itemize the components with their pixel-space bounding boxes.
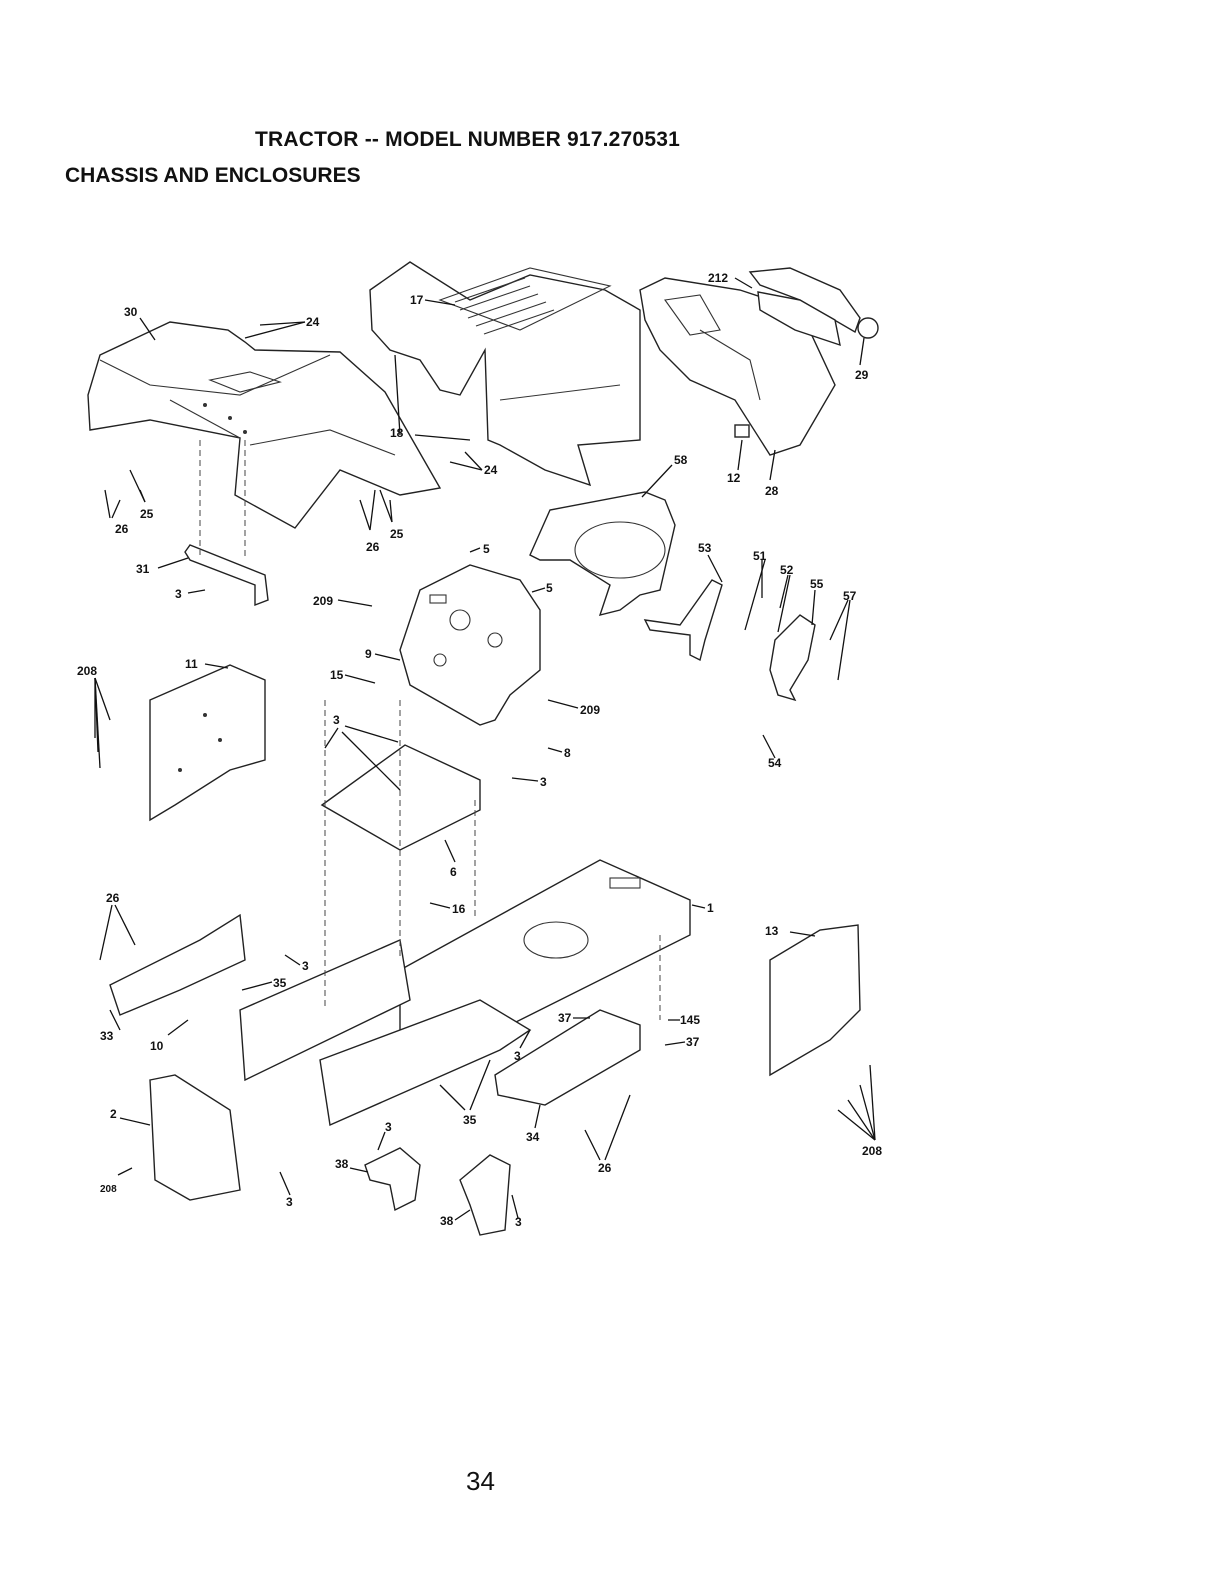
- callout-label: 35: [273, 976, 287, 990]
- part-side-panel-left: [149, 664, 266, 822]
- callout-label: 57: [843, 589, 857, 603]
- callout-label: 25: [390, 527, 404, 541]
- callout-label: 9: [365, 647, 372, 661]
- callout-label: 3: [333, 713, 340, 727]
- callout-label: 10: [150, 1039, 164, 1053]
- callout-label: 15: [330, 668, 344, 682]
- callout-label: 3: [515, 1215, 522, 1229]
- callout-label: 24: [484, 463, 498, 477]
- callout-label: 29: [855, 368, 869, 382]
- part-grille: [639, 267, 879, 456]
- part-bracket-38-left: [364, 1147, 421, 1212]
- part-side-panel-right: [769, 924, 861, 1077]
- callout-label: 37: [558, 1011, 572, 1025]
- callout-label: 51: [753, 549, 767, 563]
- leader-lines: [94, 277, 876, 1221]
- callout-label: 30: [124, 305, 138, 319]
- callout-label: 35: [463, 1113, 477, 1127]
- callout-label: 3: [540, 775, 547, 789]
- callout-label: 55: [810, 577, 824, 591]
- callout-label: 212: [708, 271, 728, 285]
- callout-label: 24: [306, 315, 320, 329]
- section-subtitle: CHASSIS AND ENCLOSURES: [65, 164, 361, 187]
- callout-label: 12: [727, 471, 741, 485]
- page-number: 34: [466, 1466, 495, 1496]
- callout-label: 26: [598, 1161, 612, 1175]
- callout-label: 3: [286, 1195, 293, 1209]
- callout-label: 31: [136, 562, 150, 576]
- callout-label: 2: [110, 1107, 117, 1121]
- part-bracket-55: [769, 614, 816, 702]
- callout-label: 52: [780, 563, 794, 577]
- callout-label: 3: [385, 1120, 392, 1134]
- callout-label: 5: [483, 542, 490, 556]
- part-hood: [369, 261, 641, 487]
- callout-label: 3: [514, 1049, 521, 1063]
- callout-label: 38: [440, 1214, 454, 1228]
- callout-label: 38: [335, 1157, 349, 1171]
- part-footrest-left: [109, 913, 246, 1016]
- callout-label: 3: [302, 959, 309, 973]
- callout-label: 18: [390, 426, 404, 440]
- callout-label: 1: [707, 901, 714, 915]
- callout-label: 208: [862, 1144, 882, 1158]
- callout-label: 26: [115, 522, 129, 536]
- callout-label: 6: [450, 865, 457, 879]
- callout-label: 209: [313, 594, 333, 608]
- callout-label: 26: [366, 540, 380, 554]
- part-plate: [320, 744, 481, 851]
- callout-label: 208: [100, 1184, 117, 1195]
- callout-label: 3: [175, 587, 182, 601]
- part-shroud: [529, 491, 676, 616]
- part-main-frame: [239, 859, 691, 1127]
- callout-label: 26: [106, 891, 120, 905]
- part-bracket-31: [184, 544, 269, 607]
- callout-label: 28: [765, 484, 779, 498]
- callout-label: 54: [768, 756, 782, 770]
- callout-label: 34: [526, 1130, 540, 1144]
- callout-label: 16: [452, 902, 466, 916]
- page-title: TRACTOR -- MODEL NUMBER 917.270531: [255, 128, 680, 151]
- callout-label: 13: [765, 924, 779, 938]
- callout-label: 208: [77, 664, 97, 678]
- callout-label: 37: [686, 1035, 700, 1049]
- part-bracket-38-right: [459, 1154, 511, 1236]
- callout-label: 53: [698, 541, 712, 555]
- part-bracket-53: [643, 579, 723, 662]
- callout-label: 5: [546, 581, 553, 595]
- callout-label: 58: [674, 453, 688, 467]
- callout-label: 8: [564, 746, 571, 760]
- part-fender: [87, 321, 442, 529]
- callout-labels: 30 24 17 212 29 18 24 58 12 28 26 25 26 …: [77, 271, 882, 1229]
- callout-label: 11: [185, 657, 198, 671]
- callout-label: 209: [580, 703, 600, 717]
- callout-label: 33: [100, 1029, 114, 1043]
- callout-label: 145: [680, 1013, 700, 1027]
- part-rear-panel: [149, 1074, 241, 1201]
- part-dash-panel: [399, 564, 541, 726]
- callout-label: 17: [410, 293, 424, 307]
- callout-label: 25: [140, 507, 154, 521]
- part-footrest-right: [494, 1009, 641, 1106]
